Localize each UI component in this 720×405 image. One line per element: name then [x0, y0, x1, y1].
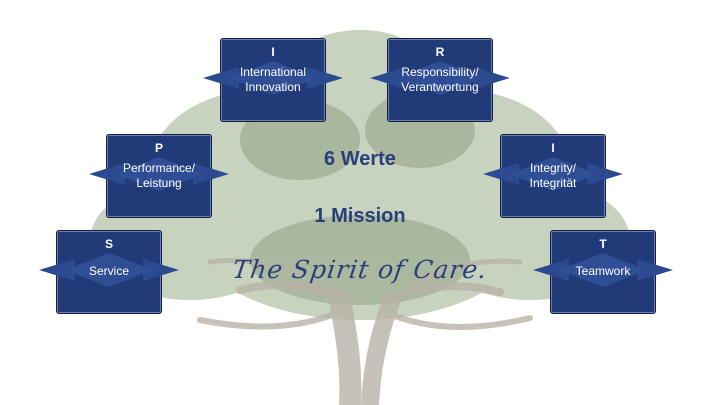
value-letter: I — [271, 45, 275, 59]
value-card-integrity: I Integrity/ Integrität — [483, 134, 623, 218]
value-letter: S — [104, 237, 113, 251]
value-letter: I — [551, 141, 555, 155]
value-label: Integrity/ Integrität — [529, 161, 577, 190]
value-card-teamwork: T Teamwork — [533, 230, 673, 314]
value-label: Teamwork — [575, 264, 631, 278]
value-letter: R — [435, 45, 445, 59]
value-label: International Innovation — [239, 65, 307, 94]
value-card-international-innovation: I International Innovation — [203, 38, 343, 122]
value-label: Performance/ Leistung — [122, 161, 196, 190]
value-card-responsibility: R Responsibility/ Verantwortung — [370, 38, 510, 122]
value-label: Service — [88, 264, 129, 278]
value-letter: T — [599, 237, 607, 251]
center-title-werte: 6 Werte — [324, 148, 396, 170]
value-card-service: S Service — [39, 230, 179, 314]
value-label: Responsibility/ Verantwortung — [401, 65, 479, 94]
slogan-text: The Spirit of Care. — [230, 255, 490, 284]
center-title-mission: 1 Mission — [314, 205, 406, 227]
value-letter: P — [154, 141, 163, 155]
